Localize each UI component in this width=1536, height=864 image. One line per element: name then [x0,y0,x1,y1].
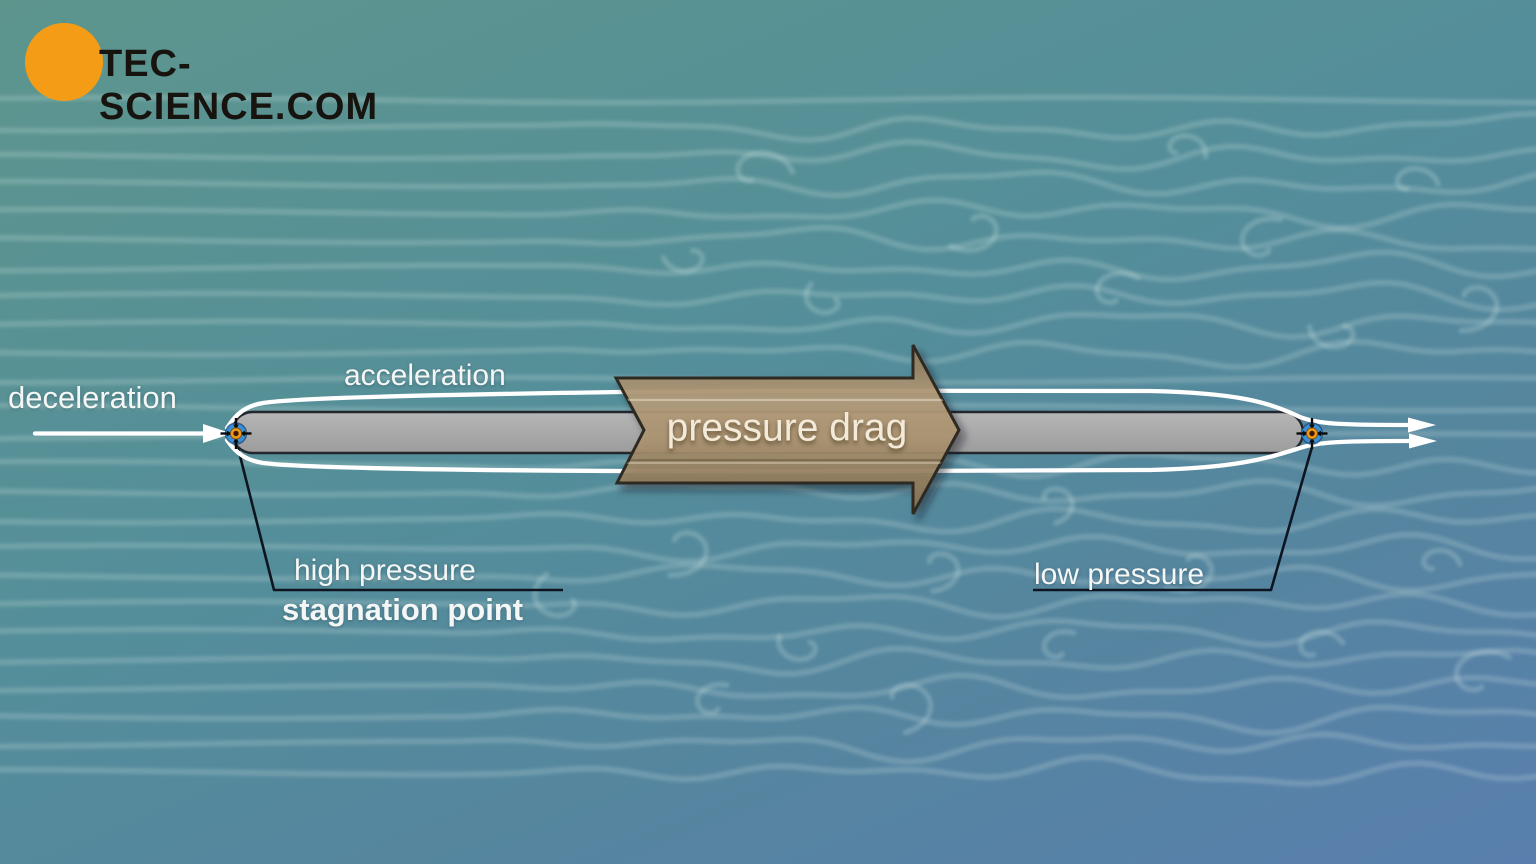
streakline [0,94,1536,106]
streakline [1421,547,1463,572]
site-logo: TEC-SCIENCE.COM [0,0,420,128]
streakline [0,197,1536,232]
streakline [0,505,1536,535]
streakline [0,169,1536,199]
outflow-arrowhead-upper-icon [1408,417,1436,433]
streakline [0,562,1536,594]
streakline [0,279,1536,313]
streakline [1394,165,1441,192]
label-acceleration: acceleration [344,359,506,392]
label-low-pressure: low pressure [1034,558,1205,591]
leader-line-stagnation-front [236,447,563,592]
streakline [0,531,1536,565]
streakline [667,530,710,578]
streakline [0,672,1536,701]
streakline [0,224,1536,253]
streakline [775,633,819,663]
streakline [0,645,1536,677]
streakline [1094,270,1141,306]
streakline [0,754,1536,787]
streakline [0,590,1536,621]
streakline [1306,323,1356,350]
streakline [660,247,706,274]
streakline [0,249,1536,283]
leader-line-stagnation-rear [1033,446,1314,592]
streakline [0,731,1536,765]
streakline [1453,648,1513,693]
streakline [0,617,1536,648]
incoming-streamline [32,424,232,443]
streakline [0,338,1536,371]
streakline [889,682,934,736]
label-high-pressure: high pressure [294,554,476,587]
incoming-arrowhead-icon [203,424,232,443]
streakline [948,213,1000,254]
streakline [1297,628,1346,659]
label-pressure-drag: pressure drag [666,406,908,450]
label-stagnation-point: stagnation point [282,592,524,627]
logo-text: TEC-SCIENCE.COM [99,43,379,128]
streakline [0,477,1536,509]
streakline [1166,132,1209,160]
outflow-arrowhead-lower-icon [1409,433,1437,449]
streakline [0,110,1536,144]
streakline [0,311,1536,341]
logo-circle-icon [25,23,103,101]
streakline [803,281,841,316]
streakline [1458,284,1500,334]
streakline [926,551,961,594]
streakline [694,681,730,716]
label-deceleration: deceleration [8,380,177,415]
streakline [1041,628,1077,660]
streakline [1040,486,1076,526]
streakline [735,149,796,184]
streakline [1239,215,1283,259]
streakline [0,704,1536,736]
pressure-drag-arrow [613,344,961,515]
